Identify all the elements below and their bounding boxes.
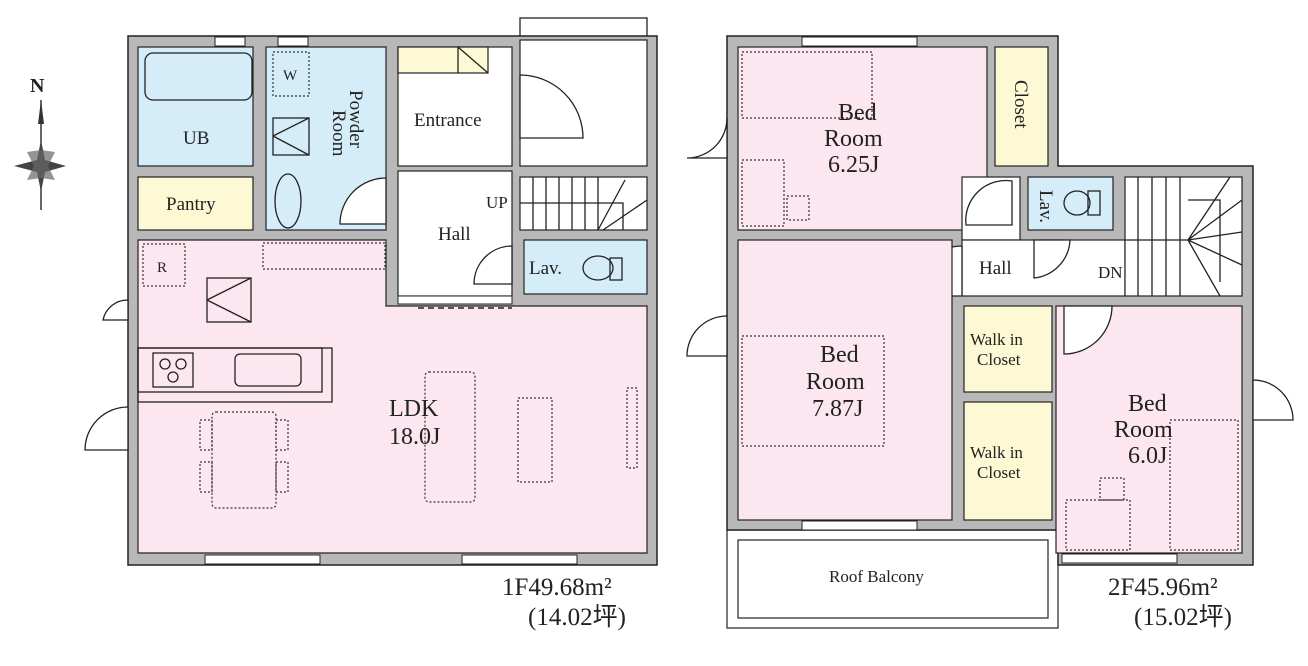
room-label-closet: Closet xyxy=(1010,80,1031,129)
bedroom-east-door[interactable] xyxy=(1063,305,1113,355)
room-area-bed-w: 7.87J xyxy=(812,396,863,422)
room-label-lav-1f: Lav. xyxy=(529,258,562,279)
room-lav-1f xyxy=(523,239,648,295)
room-lav-2f xyxy=(1027,176,1114,231)
bathtub-icon xyxy=(144,52,253,101)
toilet-icon xyxy=(582,255,614,281)
room-label-powder-2: Room xyxy=(328,110,349,157)
shoe-cabinet xyxy=(397,46,489,74)
bedroom-north-door[interactable] xyxy=(965,179,1013,226)
washer-mark: W xyxy=(283,68,298,84)
first-floor: UB W Powder Room Entrance Pantry Hall UP… xyxy=(84,17,658,631)
window[interactable] xyxy=(1061,553,1178,564)
room-ldk xyxy=(137,239,648,554)
room-label-wic1-2: Closet xyxy=(977,350,1021,369)
powder-door[interactable] xyxy=(339,177,387,225)
north-label: N xyxy=(30,75,45,97)
roof-balcony xyxy=(737,539,1049,619)
desk xyxy=(1065,499,1131,551)
bed xyxy=(741,335,885,447)
window[interactable] xyxy=(801,520,918,531)
room-label-bed-e-1: Bed xyxy=(1128,391,1167,417)
floor2-area: 2F45.96m² xyxy=(1108,574,1218,601)
toilet-icon xyxy=(274,173,302,229)
room-label-pantry: Pantry xyxy=(166,194,216,215)
window-door[interactable] xyxy=(1252,379,1294,421)
window-door[interactable] xyxy=(686,117,728,159)
room-label-wic1-1: Walk in xyxy=(970,330,1023,349)
bed xyxy=(1169,419,1239,551)
desk xyxy=(741,159,785,227)
room-area-bed-n: 6.25J xyxy=(828,152,879,178)
room-label-bed-w-1: Bed xyxy=(820,342,859,368)
room-bedroom-west xyxy=(737,239,953,521)
room-label-entrance: Entrance xyxy=(414,110,482,131)
room-label-bed-n-2: Room xyxy=(824,126,883,152)
toilet-icon xyxy=(1063,190,1091,216)
window[interactable] xyxy=(277,36,309,47)
sofa xyxy=(424,371,476,503)
room-label-bed-n-1: Bed xyxy=(838,100,877,126)
room-label-bed-e-2: Room xyxy=(1114,417,1173,443)
second-floor: Roof Balcony Bed Room 6.25J Closet Lav. … xyxy=(686,35,1294,631)
room-bedroom-north xyxy=(737,46,988,231)
window[interactable] xyxy=(214,36,246,47)
floor1-area: 1F49.68m² xyxy=(502,574,612,601)
side-door[interactable] xyxy=(102,299,129,321)
tv-stand xyxy=(626,387,638,469)
room-ub xyxy=(137,46,254,167)
compass-rose-icon: N xyxy=(14,75,66,210)
window[interactable] xyxy=(461,554,578,565)
fridge-space xyxy=(142,243,186,287)
window-door[interactable] xyxy=(686,315,728,357)
kitchen-sink-icon xyxy=(234,353,302,387)
floor2-area-tsubo: (15.02坪) xyxy=(1134,603,1232,631)
stove-icon xyxy=(152,352,194,388)
dining-table xyxy=(211,411,277,509)
room-label-ldk: LDK xyxy=(389,396,439,422)
stairs-up-label: UP xyxy=(486,193,508,212)
lav-door-2f[interactable] xyxy=(1033,239,1071,279)
room-label-bed-w-2: Room xyxy=(806,369,865,395)
room-label-powder-1: Powder xyxy=(345,90,366,149)
room-label-hall-1f: Hall xyxy=(438,224,471,245)
window[interactable] xyxy=(204,554,321,565)
room-area-ldk: 18.0J xyxy=(389,424,440,450)
room-label-balcony: Roof Balcony xyxy=(829,567,924,586)
bed xyxy=(741,51,873,119)
patio-door[interactable] xyxy=(84,406,129,451)
washer-space xyxy=(272,51,310,97)
kitchen-cabinet xyxy=(262,242,386,270)
room-label-wic2-1: Walk in xyxy=(970,443,1023,462)
front-door[interactable] xyxy=(519,74,584,139)
lav-door-1f[interactable] xyxy=(473,245,513,285)
stairs-2f[interactable] xyxy=(1124,176,1243,297)
fridge-mark: R xyxy=(157,260,167,276)
coffee-table xyxy=(517,397,553,483)
room-pantry xyxy=(137,176,254,231)
room-label-lav-2f: Lav. xyxy=(1035,190,1056,223)
floor1-area-tsubo: (14.02坪) xyxy=(528,603,626,631)
room-closet xyxy=(994,46,1049,167)
room-walk-in-closet-1 xyxy=(963,305,1053,393)
room-area-bed-e: 6.0J xyxy=(1128,443,1167,469)
window[interactable] xyxy=(801,36,918,47)
room-label-wic2-2: Closet xyxy=(977,463,1021,482)
room-walk-in-closet-2 xyxy=(963,401,1053,521)
stairs-down-label: DN xyxy=(1098,263,1123,282)
room-label-ub: UB xyxy=(183,128,209,149)
room-label-hall-2f: Hall xyxy=(979,258,1012,279)
